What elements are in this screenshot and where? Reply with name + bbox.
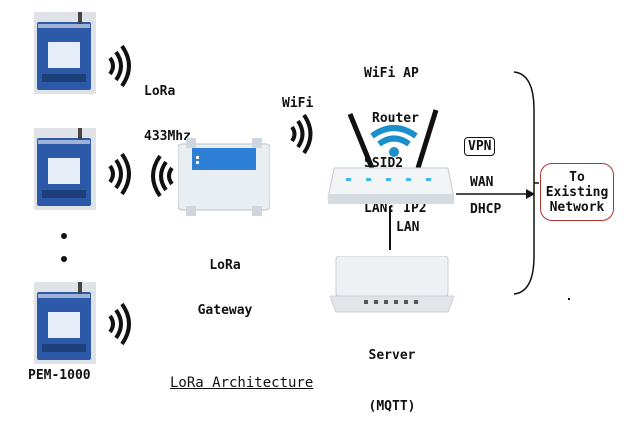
server-label-line1: Server xyxy=(368,348,416,363)
sensor-device-bottom xyxy=(34,282,96,364)
dhcp-label: DHCP xyxy=(470,202,502,217)
lora-gateway-device xyxy=(178,138,270,216)
wifi-label: WiFi xyxy=(282,96,314,111)
existing-network-line1: To xyxy=(569,169,585,185)
wan-arrow xyxy=(456,189,535,199)
radio-waves-icon xyxy=(290,114,313,154)
radio-waves-icon xyxy=(151,154,174,198)
ellipsis-dot xyxy=(61,233,67,239)
wan-label: WAN xyxy=(470,175,494,190)
radio-waves-icon xyxy=(108,152,131,196)
gateway-label-line2: Gateway xyxy=(197,303,253,318)
router-label-line2: Router xyxy=(372,111,419,126)
gateway-label-line1: LoRa xyxy=(209,258,241,273)
stray-dot xyxy=(568,298,570,300)
router-label-line4: LAN: IP2 xyxy=(364,201,427,216)
sensor-device-top xyxy=(34,12,96,94)
mqtt-server-device xyxy=(330,256,454,313)
sensor-device-middle xyxy=(34,128,96,210)
diagram-title: LoRa Architecture xyxy=(170,375,314,391)
existing-network-box: To Existing Network xyxy=(540,163,614,221)
lora-label-line1: LoRa xyxy=(144,84,176,99)
existing-network-line3: Network xyxy=(549,199,605,215)
lora-label-line2: 433Mhz xyxy=(144,129,191,144)
radio-waves-icon xyxy=(108,44,131,88)
lan-connector-line xyxy=(389,206,391,250)
network-bracket xyxy=(513,71,539,295)
vpn-badge: VPN xyxy=(464,137,496,156)
radio-waves-icon xyxy=(108,302,131,346)
lora-frequency-label: LoRa 433Mhz xyxy=(144,54,191,159)
pem-device-label: PEM-1000 xyxy=(28,368,91,383)
server-label: Server (MQTT) xyxy=(344,318,440,429)
ellipsis-dot xyxy=(61,256,67,262)
router-label: WiFi AP Router SSID2 LAN: IP2 xyxy=(364,36,427,231)
server-label-line2: (MQTT) xyxy=(368,399,416,414)
wifi-router-device xyxy=(327,109,455,204)
gateway-label: LoRa Gateway xyxy=(180,228,270,333)
lan-label: LAN xyxy=(396,220,420,235)
router-label-line1: WiFi AP xyxy=(364,66,419,81)
existing-network-line2: Existing xyxy=(545,184,609,200)
